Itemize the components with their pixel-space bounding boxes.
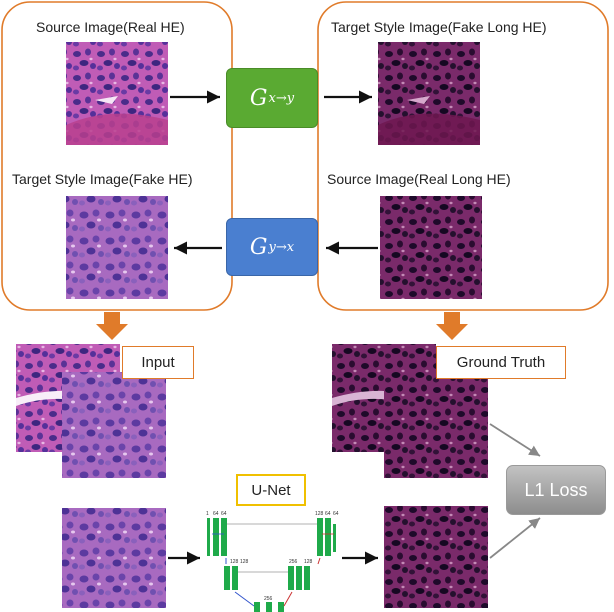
ground-truth-to-loss-arrow <box>489 423 541 457</box>
l1-loss-box: L1 Loss <box>506 465 606 515</box>
label-source-real-he: Source Image(Real HE) <box>36 19 185 35</box>
svg-text:64: 64 <box>221 511 227 517</box>
svg-text:64: 64 <box>333 511 339 517</box>
svg-text:256: 256 <box>289 559 298 565</box>
ground-truth-label-box: Ground Truth <box>436 346 566 379</box>
unet-input-image <box>62 508 166 608</box>
input-image-stack <box>16 344 166 478</box>
orange-down-arrow-right <box>436 312 468 340</box>
svg-text:128: 128 <box>240 559 249 565</box>
ground-truth-image-stack <box>332 344 488 478</box>
prediction-to-loss-arrow <box>489 517 541 559</box>
generator-x-to-y-symbol: G <box>249 85 268 111</box>
svg-text:128: 128 <box>304 559 313 565</box>
orange-down-arrow-left <box>96 312 128 340</box>
svg-text:1: 1 <box>206 511 209 517</box>
label-target-fake-long-he: Target Style Image(Fake Long HE) <box>331 19 547 35</box>
source-real-he-image <box>66 42 168 145</box>
source-real-long-he-image <box>380 196 482 299</box>
left-domain-frame <box>1 1 233 311</box>
generator-y-to-x-symbol: G <box>249 234 268 260</box>
input-label-box: Input <box>122 346 194 379</box>
svg-text:128: 128 <box>315 511 324 517</box>
svg-text:64: 64 <box>325 511 331 517</box>
generator-y-to-x-subscript: y→x <box>268 239 295 255</box>
generator-x-to-y-subscript: x→y <box>268 90 295 106</box>
label-target-fake-he: Target Style Image(Fake HE) <box>12 171 193 187</box>
svg-text:64: 64 <box>213 511 219 517</box>
unet-channel-labels: 1 64 64 128 64 64 128 128 256 128 256 <box>206 511 339 602</box>
right-domain-frame <box>317 1 609 311</box>
unet-output-image <box>384 506 488 608</box>
svg-text:256: 256 <box>264 596 273 602</box>
target-fake-long-he-image <box>378 42 480 145</box>
svg-text:128: 128 <box>230 559 239 565</box>
target-fake-he-image <box>66 196 168 299</box>
unet-schematic <box>207 518 336 612</box>
label-source-real-long-he: Source Image(Real Long HE) <box>327 171 511 187</box>
unet-label-box: U-Net <box>236 474 306 506</box>
